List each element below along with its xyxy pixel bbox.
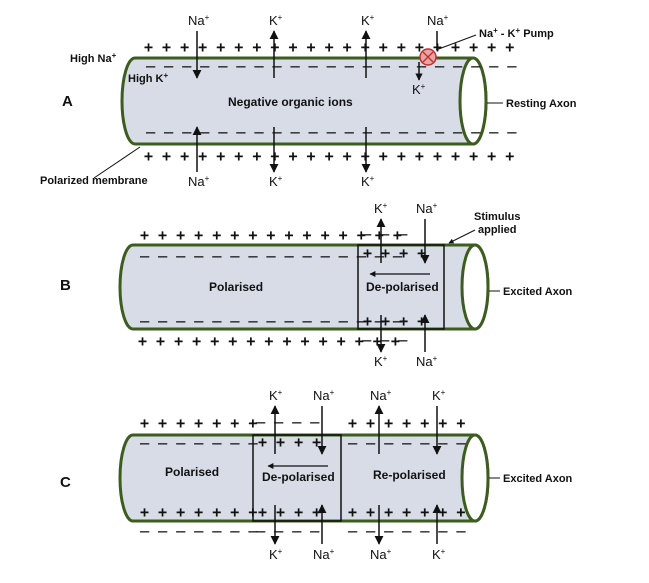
membrane-pointer xyxy=(93,146,141,179)
ion-a-top-1: K+ xyxy=(269,13,283,28)
charges-c-dep-top-inner: + + + + xyxy=(258,433,321,451)
na-k-pump-label: Na+ - K+ Pump xyxy=(479,26,554,40)
stimulus-pointer xyxy=(448,229,476,244)
ion-b-bottom-1: Na+ xyxy=(416,354,438,369)
ion-c-bottom-1: Na+ xyxy=(313,547,335,562)
ion-a-top-3: Na+ xyxy=(427,13,449,28)
negative-organic-ions-label: Negative organic ions xyxy=(228,95,353,109)
panel-b-letter: B xyxy=(60,277,71,294)
charges-c-pol-top-outer: + + + + + + + xyxy=(140,414,257,432)
high-k-label: High K+ xyxy=(128,71,168,85)
charges-b-bottom-inner: ─ ─ ─ ─ ─ ─ ─ ─ ─ ─ ─ ─ ─ ─ ─ xyxy=(139,313,403,331)
charges-b-dep-bottom-inner: + + + + xyxy=(363,312,426,330)
axon-b-end xyxy=(460,243,490,331)
charges-b-dep-top-outer: ─ ─ ─ xyxy=(361,226,408,244)
charges-a-top-inner: ─ ─ ─ ─ ─ ─ ─ ─ ─ ─ ─ ─ ─ ─ ─ ─ ─ ─ ─ ─ … xyxy=(145,58,517,76)
charges-a-top-outer: + + + + + + + + + + + + + + + + + + + + … xyxy=(144,38,514,56)
charges-c-pol-bottom-outer: ─ ─ ─ ─ ─ ─ ─ xyxy=(139,523,258,541)
panel-a: A + + + + + + + + + + + + + + + + + + + … xyxy=(40,13,577,189)
depolarised-label-b: De-polarised xyxy=(366,280,439,294)
ion-a-bottom-1: K+ xyxy=(269,174,283,189)
charges-c-dep-bottom-outer: ─ ─ ─ ─ xyxy=(255,523,320,541)
ion-a-bottom-2: K+ xyxy=(361,174,375,189)
charges-c-pol-top-inner: ─ ─ ─ ─ ─ ─ ─ xyxy=(139,435,258,453)
ion-c-top-3: K+ xyxy=(432,388,446,403)
panel-b: B + + + + + + + + + + + + + + + ─ ─ ─ ─ … xyxy=(60,201,573,369)
charges-a-bottom-outer: + + + + + + + + + + + + + + + + + + + + … xyxy=(144,147,514,165)
high-na-label: High Na+ xyxy=(70,51,117,65)
excited-axon-c-label: Excited Axon xyxy=(503,473,573,485)
excited-axon-b-label: Excited Axon xyxy=(503,286,573,298)
ion-c-bottom-2: Na+ xyxy=(370,547,392,562)
panel-c: C + + + + + + + ─ ─ ─ ─ ─ ─ ─ + + + + + … xyxy=(60,388,573,562)
charges-b-dep-top-inner: + + + + xyxy=(363,244,426,262)
charges-c-dep-top-outer: ─ ─ ─ ─ xyxy=(255,414,320,432)
charges-a-bottom-inner: ─ ─ ─ ─ ─ ─ ─ ─ ─ ─ ─ ─ ─ ─ ─ ─ ─ ─ ─ ─ … xyxy=(145,124,517,142)
charges-c-rep-top-outer: + + + + + + + xyxy=(348,414,465,432)
ion-c-top-2: Na+ xyxy=(370,388,392,403)
pump-pointer xyxy=(435,34,477,51)
axon-c-end xyxy=(460,433,490,523)
charges-c-rep-bottom-inner: + + + + + + + xyxy=(348,503,465,521)
stimulus-label-line1: Stimulus xyxy=(474,211,520,223)
ion-b-top-0: K+ xyxy=(374,201,388,216)
charges-c-rep-bottom-outer: ─ ─ ─ ─ ─ ─ ─ xyxy=(347,523,466,541)
charges-b-top-outer: + + + + + + + + + + + + + + + xyxy=(140,226,402,244)
depolarised-zone-c xyxy=(252,434,342,522)
ion-b-top-1: Na+ xyxy=(416,201,438,216)
ion-a-inner-k: K+ xyxy=(412,82,426,97)
charges-b-dep-bottom-outer: ─ ─ ─ xyxy=(361,332,408,350)
resting-axon-label: Resting Axon xyxy=(506,98,577,110)
ion-c-bottom-0: K+ xyxy=(269,547,283,562)
ion-c-top-1: Na+ xyxy=(313,388,335,403)
ion-b-bottom-0: K+ xyxy=(374,354,388,369)
panel-c-letter: C xyxy=(60,474,71,491)
ion-c-top-0: K+ xyxy=(269,388,283,403)
charges-c-pol-bottom-inner: + + + + + + + xyxy=(140,503,257,521)
ion-a-top-0: Na+ xyxy=(188,13,210,28)
depolarised-label-c: De-polarised xyxy=(262,470,335,484)
charges-c-rep-top-inner: ─ ─ ─ ─ ─ ─ ─ xyxy=(347,435,466,453)
ion-a-top-2: K+ xyxy=(361,13,375,28)
polarised-label-b: Polarised xyxy=(209,280,263,294)
ion-a-bottom-0: Na+ xyxy=(188,174,210,189)
ion-c-bottom-3: K+ xyxy=(432,547,446,562)
axon-a-end xyxy=(458,56,488,146)
polarised-label-c: Polarised xyxy=(165,465,219,479)
polarized-membrane-label: Polarized membrane xyxy=(40,175,148,187)
charges-c-dep-bottom-inner: + + + + xyxy=(258,503,321,521)
stimulus-label-line2: applied xyxy=(478,224,517,236)
depolarised-zone-b xyxy=(357,244,445,330)
charges-b-top-inner: ─ ─ ─ ─ ─ ─ ─ ─ ─ ─ ─ ─ ─ ─ ─ xyxy=(139,248,403,266)
panel-a-letter: A xyxy=(62,93,73,110)
charges-b-bottom-outer: + + + + + + + + + + + + + + + xyxy=(138,332,400,350)
repolarised-label-c: Re-polarised xyxy=(373,468,446,482)
